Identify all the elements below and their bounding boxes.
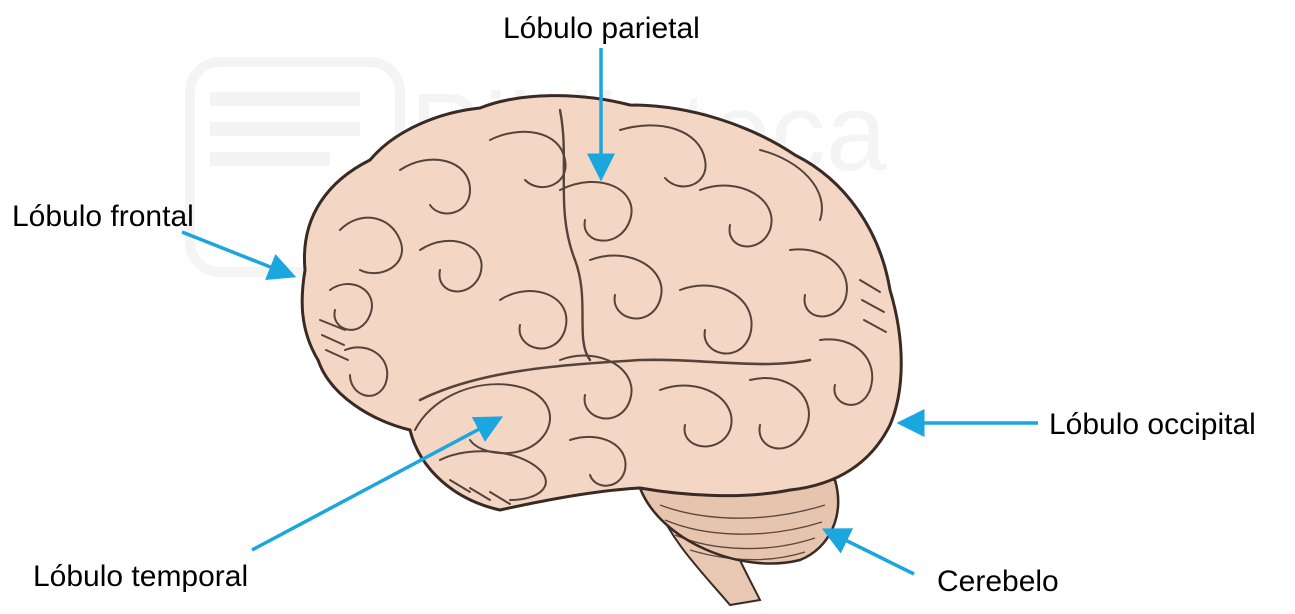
label-temporal-lobe: Lóbulo temporal: [33, 562, 248, 592]
label-occipital-lobe: Lóbulo occipital: [1049, 410, 1256, 440]
label-frontal-lobe: Lóbulo frontal: [12, 202, 194, 232]
label-cerebellum: Cerebelo: [937, 567, 1059, 597]
label-parietal-lobe: Lóbulo parietal: [503, 14, 700, 44]
arrow-cerebelo: [825, 530, 914, 574]
